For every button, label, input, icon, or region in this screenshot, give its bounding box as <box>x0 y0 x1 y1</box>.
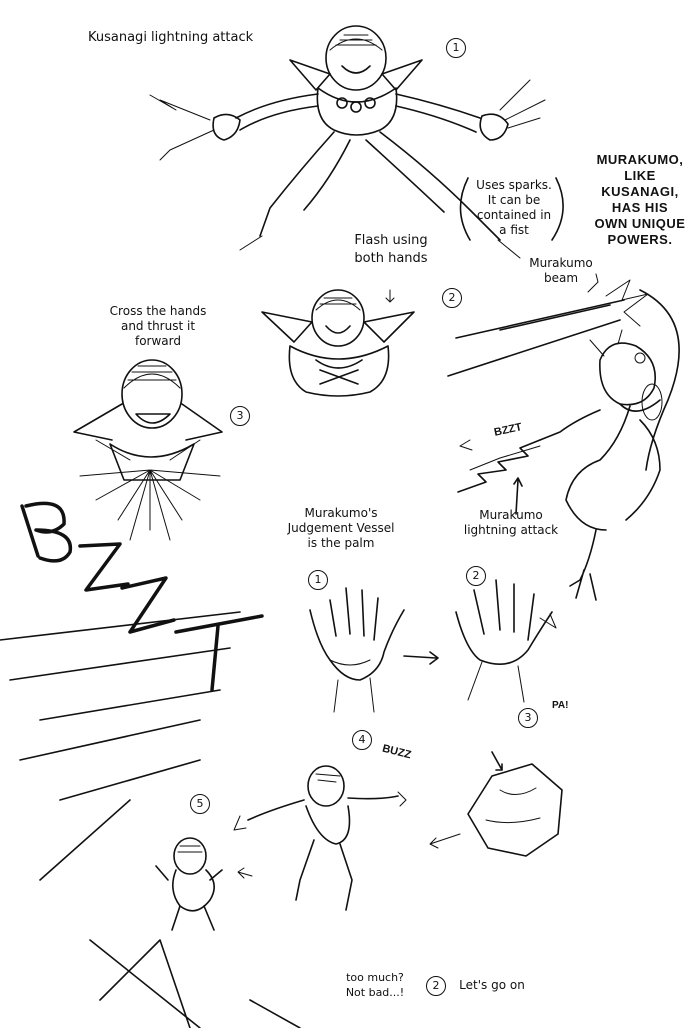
step-number-2-hand: 2 <box>466 566 486 586</box>
murakumo-lightning-bolt <box>457 439 541 515</box>
hand-fist <box>429 751 563 857</box>
note-too-much: too much? Not bad...! <box>345 971 405 999</box>
note-murakumo-lightning: Murakumo lightning attack <box>463 508 559 537</box>
step-number-3-cross: 3 <box>230 406 250 426</box>
note-murakumo-beam: Murakumo beam <box>529 256 593 285</box>
note-murakumo-powers: MURAKUMO, LIKE KUSANAGI, HAS HIS OWN UNI… <box>594 152 686 247</box>
bottom-speed-lines <box>89 939 301 1028</box>
figure-jumping <box>233 765 407 911</box>
figure-murakumo <box>539 289 680 601</box>
sfx-pa: PA! <box>552 700 569 711</box>
arrow-palm-to-claw <box>403 651 439 665</box>
energy-burst <box>79 469 221 541</box>
title-kusanagi-lightning: Kusanagi lightning attack <box>88 30 254 45</box>
step-number-4-jump: 4 <box>352 730 372 750</box>
hand-claw <box>455 579 557 703</box>
figure-crouching <box>155 837 253 931</box>
hand-open-palm <box>309 587 405 713</box>
note-uses-sparks: Uses sparks. It can be contained in a fi… <box>476 178 552 237</box>
note-flash-both-hands: Flash using both hands <box>354 233 428 266</box>
step-number-5-pose: 5 <box>190 794 210 814</box>
figure-cross-hands <box>73 359 223 481</box>
step-number-2-bottom: 2 <box>426 976 446 996</box>
note-judgement-vessel: Murakumo's Judgement Vessel is the palm <box>287 506 395 550</box>
note-cross-hands: Cross the hands and thrust it forward <box>109 304 207 348</box>
step-number-1-hand: 1 <box>308 570 328 590</box>
step-number-3-fist: 3 <box>518 708 538 728</box>
figure-flash-both-hands <box>261 289 415 397</box>
step-number-2-flash: 2 <box>442 288 462 308</box>
step-number-1-top: 1 <box>446 38 466 58</box>
figure-kusanagi-arms-spread <box>149 25 546 259</box>
note-lets-go-on: Let's go on <box>459 978 525 992</box>
murakumo-beam <box>447 273 649 377</box>
big-bzzt-sfx <box>0 501 264 881</box>
sparks-bubble <box>459 177 564 241</box>
